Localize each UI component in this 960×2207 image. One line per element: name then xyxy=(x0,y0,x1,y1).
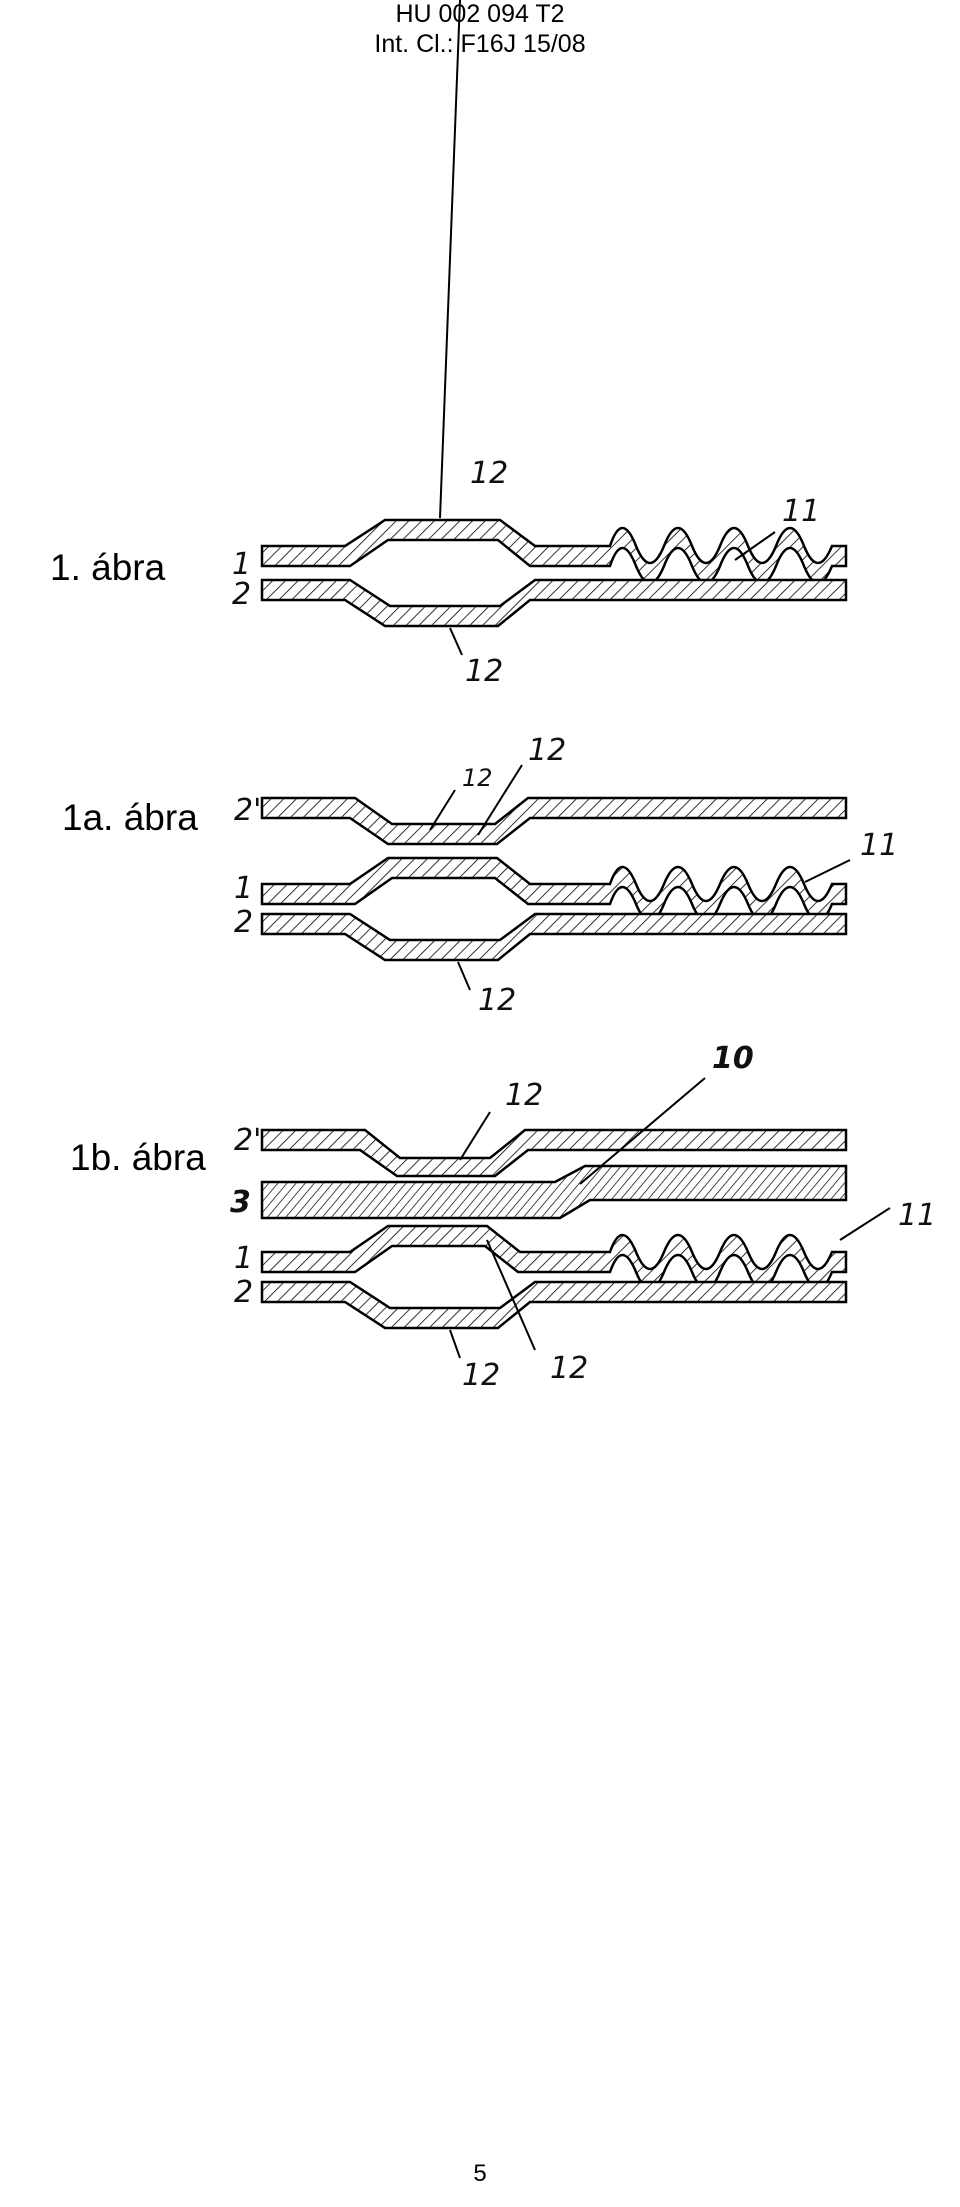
fig1a-layer-2prime xyxy=(260,796,848,846)
fig1b-ref-10: 10 xyxy=(712,1041,754,1076)
fig1b-layer-1 xyxy=(260,1224,848,1291)
fig1-leader-12-bottom xyxy=(449,627,463,656)
fig1b-leader-12-top xyxy=(459,1111,491,1161)
fig1b-ref-3: 3 xyxy=(230,1185,251,1220)
fig1-ref-1: 1 xyxy=(232,547,251,582)
figure-1a-label: 1a. ábra xyxy=(62,797,198,838)
fig1-ref-2: 2 xyxy=(232,577,251,612)
fig1b-ref-11: 11 xyxy=(898,1198,936,1233)
fig1b-ref-2prime: 2' xyxy=(234,1123,261,1158)
fig1a-ref-1: 1 xyxy=(234,871,253,906)
fig1b-ref-12-bottom-left: 12 xyxy=(462,1358,500,1393)
document-number: HU 002 094 T2 xyxy=(395,0,565,28)
figure-1-label: 1. ábra xyxy=(50,547,166,588)
fig1b-layer-2 xyxy=(260,1280,848,1330)
fig1b-ref-1: 1 xyxy=(234,1241,253,1276)
figure-1a-drawing: 2' 1 2 12 12 12 11 xyxy=(234,733,898,1018)
fig1a-ref-2: 2 xyxy=(234,905,253,940)
fig1a-ref-12-a: 12 xyxy=(462,764,493,792)
fig1a-ref-2prime: 2' xyxy=(234,793,261,828)
fig1a-layer-1 xyxy=(260,856,848,923)
figure-1b-label: 1b. ábra xyxy=(70,1137,206,1178)
fig1b-layer-2prime xyxy=(260,1128,848,1178)
fig1b-layer-3 xyxy=(260,1164,848,1220)
fig1a-layer-2 xyxy=(260,912,848,962)
fig1b-ref-12-bottom-right: 12 xyxy=(550,1351,588,1386)
fig1b-leader-12-bottom-left xyxy=(449,1329,461,1359)
page-number: 5 xyxy=(473,2160,487,2187)
figure-1-drawing: 1 2 12 12 11 xyxy=(232,0,848,689)
fig1-ref-11: 11 xyxy=(782,494,820,529)
fig1a-ref-12-b: 12 xyxy=(528,733,566,768)
fig1a-leader-12-b xyxy=(477,764,523,836)
classification-code: Int. Cl.: F16J 15/08 xyxy=(374,30,586,58)
fig1-layer-1 xyxy=(260,518,848,585)
fig1b-ref-2: 2 xyxy=(234,1275,253,1310)
fig1a-leader-12-c xyxy=(457,961,471,991)
fig1a-ref-12-c: 12 xyxy=(478,983,516,1018)
fig1-layer-2 xyxy=(260,578,848,628)
fig1b-leader-10 xyxy=(579,1077,706,1185)
figure-1b-drawing: 2' 3 1 2 12 10 12 12 11 xyxy=(230,1041,936,1393)
fig1b-leader-11 xyxy=(839,1207,891,1241)
fig1-ref-12-top: 12 xyxy=(470,456,508,491)
fig1a-ref-11: 11 xyxy=(860,828,898,863)
fig1a-leader-12-a xyxy=(429,789,456,831)
fig1-leader-11 xyxy=(734,531,776,561)
fig1-leader-12-top xyxy=(439,0,461,519)
fig1a-leader-11 xyxy=(804,859,851,883)
fig1b-leader-12-bottom-right xyxy=(486,1239,536,1351)
fig1-ref-12-bottom: 12 xyxy=(465,654,503,689)
fig1b-ref-12-top: 12 xyxy=(505,1078,543,1113)
